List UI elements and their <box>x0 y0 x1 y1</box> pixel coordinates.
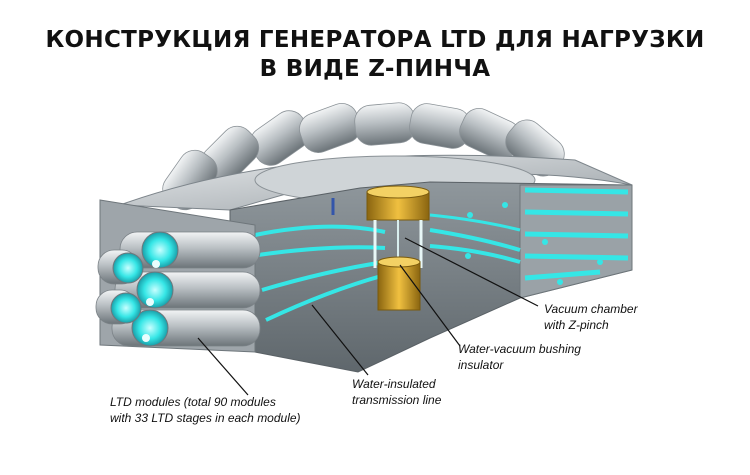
label-transmission-line: Water-insulated transmission line <box>352 376 441 408</box>
label-vacuum-chamber: Vacuum chamber with Z-pinch <box>544 301 638 333</box>
label-ltd-modules: LTD modules (total 90 modules with 33 LT… <box>110 394 301 426</box>
ltd-modules-front <box>96 200 260 352</box>
right-channels <box>520 185 632 298</box>
label-bushing-insulator: Water-vacuum bushing insulator <box>458 341 581 373</box>
